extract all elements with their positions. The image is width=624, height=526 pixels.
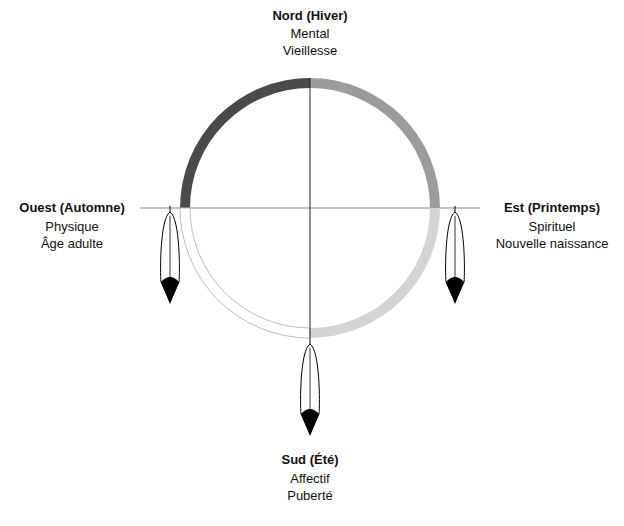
life-stage-label: Vieillesse [283, 43, 338, 59]
direction-label: Ouest (Automne) [19, 200, 124, 216]
aspect-label: Mental [290, 26, 329, 42]
aspect-label: Spirituel [529, 219, 576, 235]
south-east-arc [310, 208, 440, 338]
direction-label: Sud (Été) [281, 452, 338, 468]
feather [301, 338, 320, 436]
vertical-axis [310, 78, 311, 338]
life-stage-label: Âge adulte [41, 236, 103, 252]
direction-label: Nord (Hiver) [272, 8, 347, 24]
feather [446, 206, 465, 304]
feather [161, 206, 180, 304]
life-stage-label: Nouvelle naissance [496, 236, 609, 252]
north-east-arc [310, 78, 440, 208]
aspect-label: Affectif [290, 471, 330, 487]
south-west-arc [180, 208, 310, 338]
north-west-arc [180, 78, 310, 208]
life-stage-label: Puberté [287, 488, 333, 504]
direction-label: Est (Printemps) [504, 200, 600, 216]
aspect-label: Physique [45, 219, 98, 235]
